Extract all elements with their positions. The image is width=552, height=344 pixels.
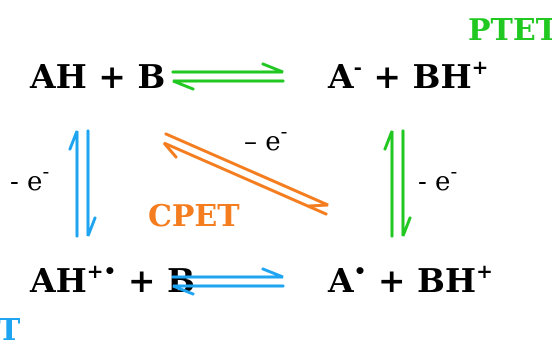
ah-label: AH <box>29 261 87 300</box>
radical-cation-charge: +• <box>87 259 117 283</box>
species-ah-plus-b: AH + B <box>29 57 165 96</box>
right-electron-loss-label: - e- <box>418 159 457 197</box>
diagonal-reverse-half-arrow <box>162 141 328 216</box>
bh-charge-bottom: + <box>476 259 493 283</box>
plus-bh-label-bottom: + BH <box>366 261 476 300</box>
left-electron-loss-label: - e- <box>10 159 49 197</box>
cpet-label: CPET <box>148 199 240 234</box>
diagonal-forward-half-arrow <box>164 132 329 208</box>
left-down-half-arrow <box>86 129 97 237</box>
diagonal-electron-loss-label: – e- <box>244 119 287 157</box>
plus-bh-label: + BH <box>362 57 472 96</box>
right-equilibrium-arrow <box>383 129 412 238</box>
left-equilibrium-arrow <box>68 129 97 238</box>
etpt-label-partial: T <box>0 313 21 344</box>
bh-charge: + <box>472 55 489 79</box>
species-ah-radical-cation-plus-b: AH+• + B <box>29 259 195 300</box>
bottom-forward-half-arrow <box>171 267 284 279</box>
right-up-half-arrow <box>383 130 394 238</box>
a-radical-label: A <box>327 261 354 300</box>
radical-dot: • <box>354 259 367 283</box>
species-a-minus-plus-bh-plus: A- + BH+ <box>327 55 488 96</box>
a-label: A <box>327 57 354 96</box>
bottom-equilibrium-arrow <box>171 267 285 296</box>
left-up-half-arrow <box>68 130 79 238</box>
bottom-reverse-half-arrow <box>172 284 285 296</box>
top-reverse-half-arrow <box>172 79 285 91</box>
top-forward-half-arrow <box>171 62 284 74</box>
ptet-label: PTET <box>468 13 552 48</box>
top-equilibrium-arrow <box>171 62 285 91</box>
species-a-radical-plus-bh-plus: A• + BH+ <box>327 259 493 300</box>
anion-charge: - <box>354 55 362 79</box>
plus-b-label: + B <box>116 261 195 300</box>
right-down-half-arrow <box>401 129 412 237</box>
diagonal-equilibrium-arrow <box>162 132 329 216</box>
